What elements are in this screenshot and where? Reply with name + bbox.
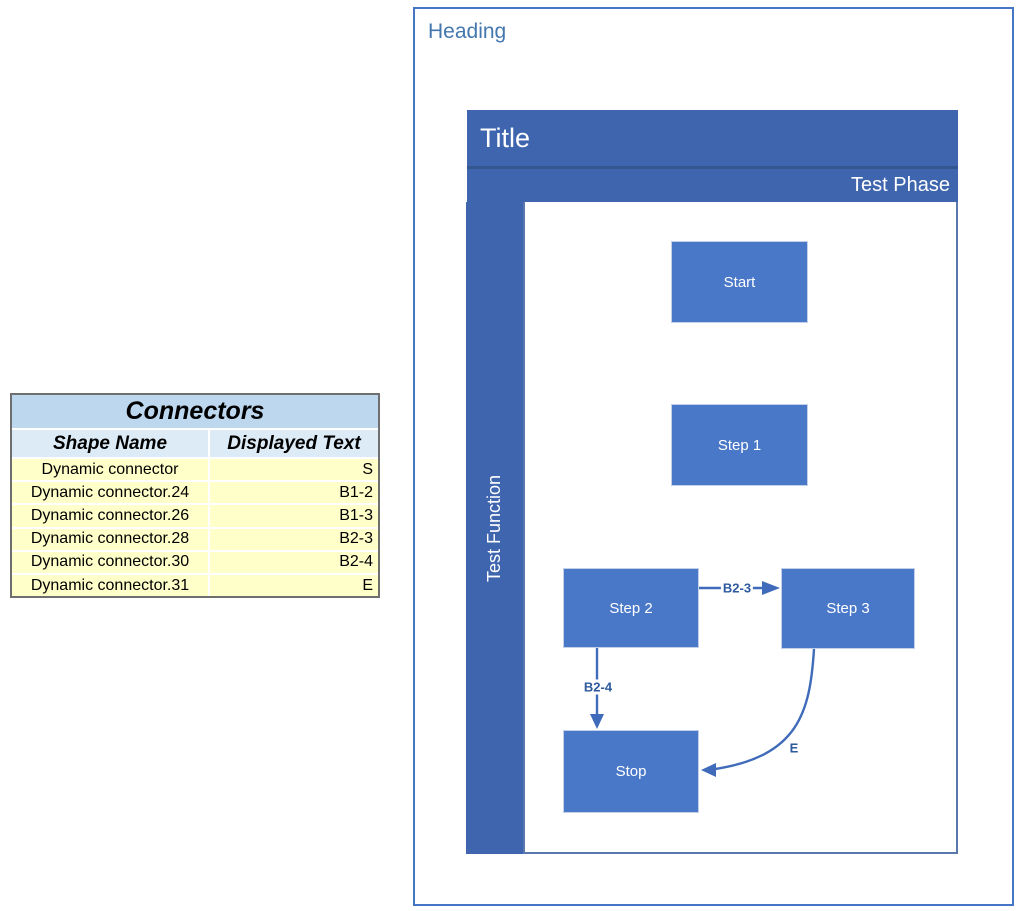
table-cell-displayed-text: E [210, 574, 378, 597]
table-cell-displayed-text: B2-4 [210, 551, 378, 573]
flowchart-node-stop[interactable]: Stop [563, 730, 699, 813]
connectors-table: Connectors Shape Name Displayed Text Dyn… [10, 393, 380, 598]
flowchart-node-step1[interactable]: Step 1 [671, 404, 808, 486]
node-label: Step 2 [609, 599, 653, 617]
node-label: Step 1 [717, 436, 762, 454]
edge-label-b2-4[interactable]: B2-4 [581, 679, 615, 695]
node-label: Stop [615, 763, 647, 780]
flowchart-node-step3[interactable]: Step 3 [781, 568, 915, 649]
column-header-displayed-text: Displayed Text [210, 430, 378, 457]
table-cell-shape-name: Dynamic connector.24 [12, 482, 208, 504]
heading-label: Heading [428, 20, 507, 43]
table-cell-shape-name: Dynamic connector.26 [12, 505, 208, 527]
table-cell-displayed-text: B2-3 [210, 528, 378, 550]
connectors-table-title: Connectors [12, 395, 378, 428]
column-header-shape-name: Shape Name [12, 430, 208, 457]
flowchart-node-start[interactable]: Start [671, 241, 808, 323]
swimlane-title-bar: Title [467, 110, 958, 166]
table-cell-shape-name: Dynamic connector [12, 459, 208, 481]
node-label: Step 3 [826, 600, 870, 617]
table-cell-shape-name: Dynamic connector.31 [12, 574, 208, 597]
function-lane-bar: Test Function [466, 202, 523, 854]
edge-label-b2-3[interactable]: B2-3 [720, 580, 754, 596]
flowchart-node-step2[interactable]: Step 2 [563, 568, 699, 648]
node-label: Start [723, 273, 756, 291]
table-cell-shape-name: Dynamic connector.28 [12, 528, 208, 550]
table-cell-displayed-text: B1-3 [210, 505, 378, 527]
edge-label-e[interactable]: E [787, 740, 801, 756]
function-lane-label: Test Function [484, 474, 504, 582]
title-phase-divider [467, 166, 958, 169]
table-cell-shape-name: Dynamic connector.30 [12, 551, 208, 573]
table-cell-displayed-text: B1-2 [210, 482, 378, 504]
table-cell-displayed-text: S [210, 459, 378, 481]
phase-band: Test Phase [467, 169, 958, 202]
